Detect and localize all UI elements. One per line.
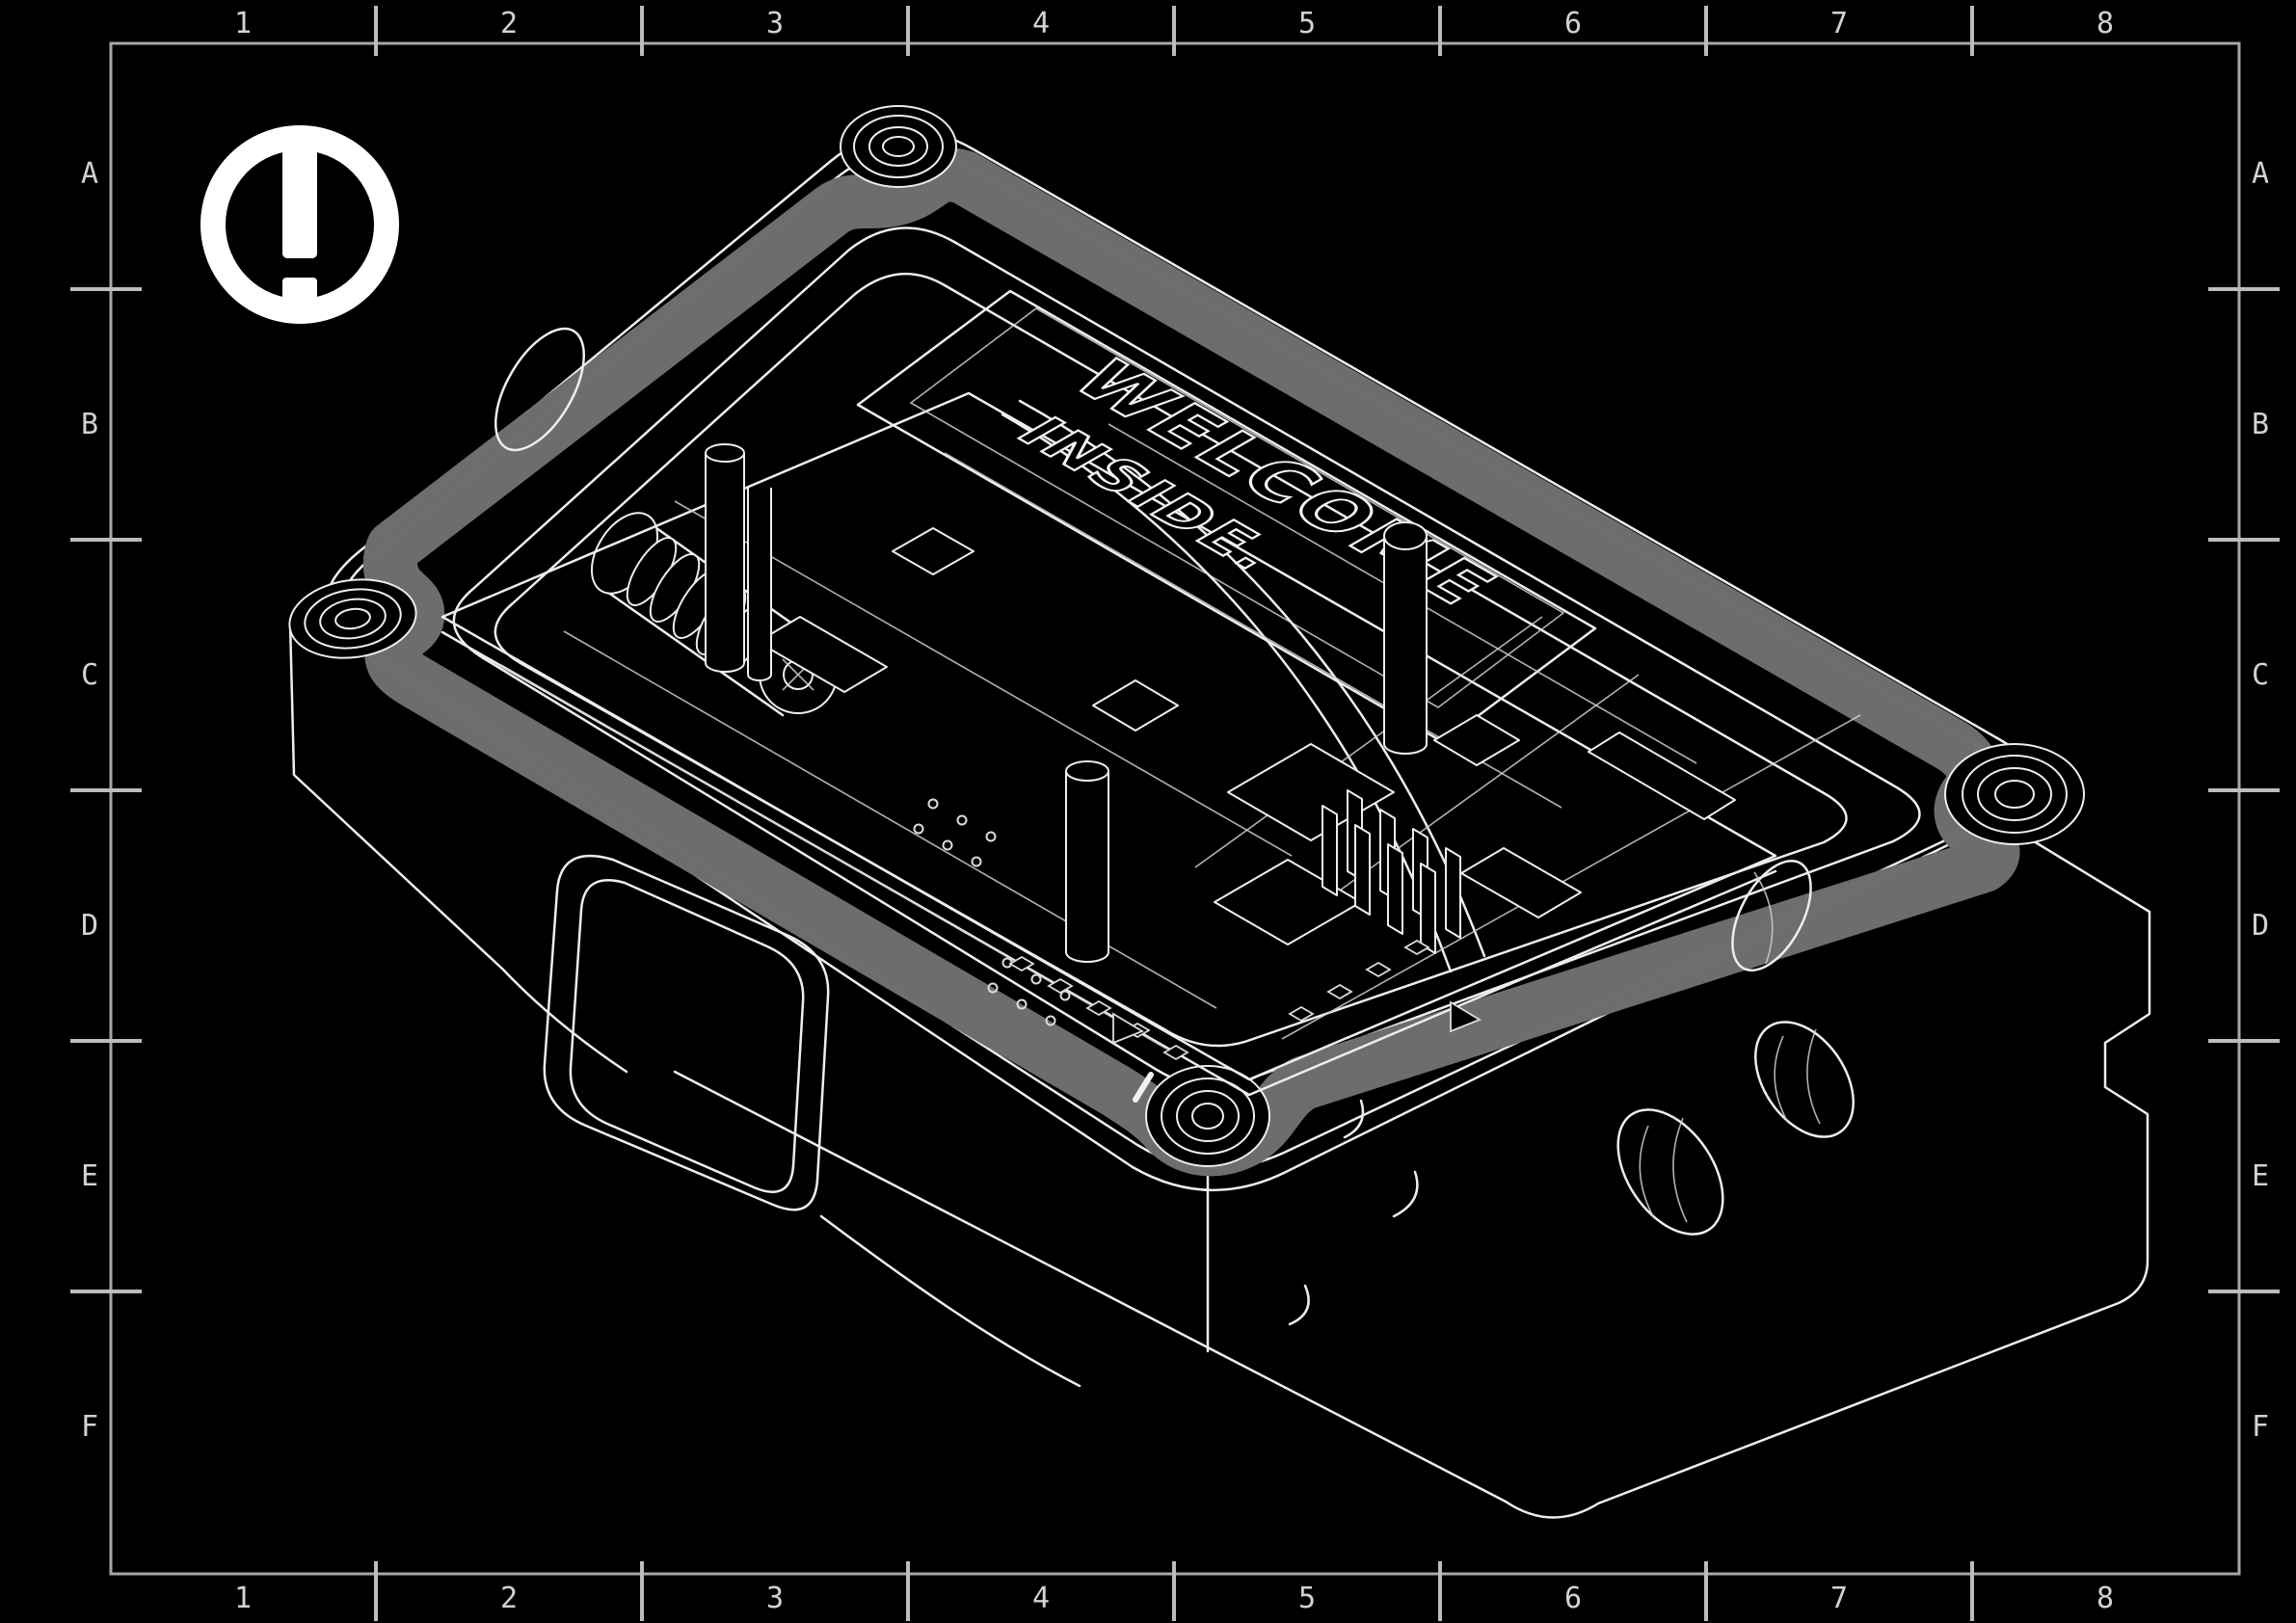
exclamation-dot	[282, 278, 317, 310]
screw-boss-bottom	[1145, 1065, 1270, 1167]
standoff-posts	[705, 443, 1428, 963]
zone-col-label: 5	[1298, 1582, 1316, 1615]
caution-exclamation-icon	[200, 125, 399, 324]
solder-pads	[913, 798, 1071, 1026]
screw-boss-left	[288, 578, 417, 659]
zone-row-label: E	[81, 1159, 98, 1193]
pcb-outline	[441, 391, 1777, 1081]
hinged-flap	[543, 854, 830, 1211]
zone-col-label: 6	[1564, 1582, 1582, 1615]
zone-row-label: A	[2252, 157, 2269, 191]
kidney-vent-hole	[494, 327, 585, 452]
zone-col-label: 3	[766, 1582, 784, 1615]
zone-col-label: 6	[1564, 7, 1582, 40]
gasket-cord	[390, 174, 1992, 1149]
zone-row-label: D	[2252, 909, 2269, 943]
zone-col-label: 7	[1830, 1582, 1848, 1615]
zone-row-label: A	[81, 157, 98, 191]
zone-row-label: F	[2252, 1410, 2269, 1444]
corner-screw-bosses	[288, 105, 2085, 1167]
zone-row-label: E	[2252, 1159, 2269, 1193]
bottom-case-silhouette	[288, 621, 2151, 1519]
zone-col-label: 8	[2096, 1582, 2114, 1615]
pin-header	[1322, 789, 1461, 954]
zone-row-label: B	[81, 408, 98, 441]
zone-row-label: F	[81, 1410, 98, 1444]
zone-col-label: 2	[500, 7, 518, 40]
drawing-frame: 1 2 3 4 5 6 7 8 1 2 3 4 5 6 7 8 A B C D …	[70, 6, 2280, 1621]
zone-col-label: 1	[234, 1582, 252, 1615]
warning-icon	[200, 125, 399, 324]
lid-curve-edge	[1001, 412, 1453, 973]
screw-boss-top	[840, 105, 957, 188]
case-wall-ovals	[1616, 859, 1855, 1236]
frame-ticks	[70, 6, 2280, 1621]
exclamation-bar	[282, 148, 317, 258]
gasket-seal	[390, 174, 1992, 1149]
frame-zone-labels: 1 2 3 4 5 6 7 8 1 2 3 4 5 6 7 8 A B C D …	[81, 7, 2269, 1615]
zone-col-label: 1	[234, 7, 252, 40]
zone-col-label: 8	[2096, 7, 2114, 40]
zone-col-label: 7	[1830, 7, 1848, 40]
zone-row-label: C	[81, 658, 98, 692]
zone-row-label: C	[2252, 658, 2269, 692]
zone-col-label: 4	[1032, 7, 1050, 40]
screw-boss-right	[1944, 743, 2085, 845]
smd-components	[1008, 939, 1482, 1061]
zone-row-label: D	[81, 909, 98, 943]
zone-col-label: 5	[1298, 7, 1316, 40]
zone-col-label: 3	[766, 7, 784, 40]
zone-col-label: 2	[500, 1582, 518, 1615]
zone-row-label: B	[2252, 408, 2269, 441]
gasket-joint-gap	[1133, 1072, 1154, 1103]
zone-col-label: 4	[1032, 1582, 1050, 1615]
